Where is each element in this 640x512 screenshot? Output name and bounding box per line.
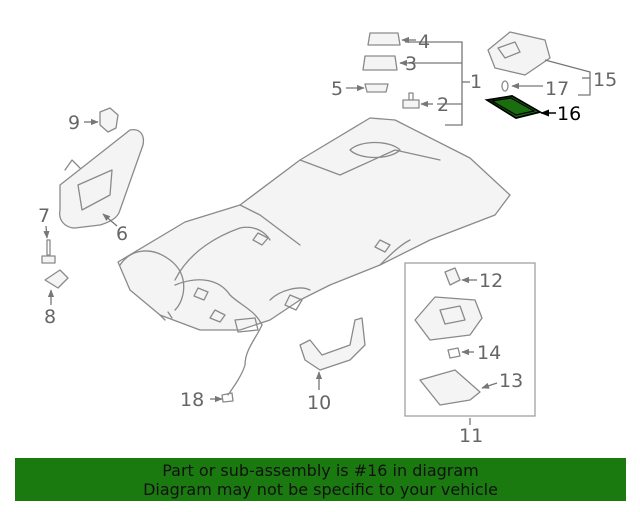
parts-diagram: 1 2 3 4 5 6 7 8 9 10 11 12 13 14 15 16 1… bbox=[38, 31, 617, 447]
highlighted-lens bbox=[484, 95, 543, 119]
bracket-lower bbox=[362, 55, 398, 71]
bolt bbox=[41, 239, 56, 264]
sun-visor bbox=[59, 129, 145, 229]
callout-15: 15 bbox=[593, 69, 617, 91]
callout-12: 12 bbox=[479, 270, 503, 292]
callout-11: 11 bbox=[459, 425, 483, 447]
screw bbox=[402, 92, 420, 109]
callout-14: 14 bbox=[477, 342, 501, 364]
clip bbox=[364, 83, 389, 93]
part-info-banner: Part or sub-assembly is #16 in diagram D… bbox=[15, 458, 626, 501]
callout-13: 13 bbox=[499, 370, 523, 392]
callout-7: 7 bbox=[38, 205, 50, 227]
wire-connector bbox=[221, 392, 234, 403]
callout-9: 9 bbox=[68, 112, 80, 134]
bulb bbox=[501, 80, 509, 92]
callout-18: 18 bbox=[180, 389, 204, 411]
callout-labels: 1 2 3 4 5 6 7 8 9 10 11 12 13 14 15 16 1… bbox=[38, 31, 617, 447]
leader-lines bbox=[43, 36, 591, 425]
cover bbox=[44, 269, 69, 289]
callout-4: 4 bbox=[418, 31, 430, 53]
bracket-upper bbox=[367, 32, 401, 46]
callout-2: 2 bbox=[437, 94, 449, 116]
callout-17: 17 bbox=[545, 78, 569, 100]
assist-grip bbox=[299, 317, 366, 371]
callout-3: 3 bbox=[405, 53, 417, 75]
disclaimer-line: Diagram may not be specific to your vehi… bbox=[143, 480, 498, 499]
visor-holder bbox=[99, 107, 119, 133]
callout-10: 10 bbox=[307, 392, 331, 414]
callout-6: 6 bbox=[116, 223, 128, 245]
callout-16: 16 bbox=[557, 103, 581, 125]
callout-1: 1 bbox=[470, 71, 482, 93]
part-info-line: Part or sub-assembly is #16 in diagram bbox=[162, 461, 479, 480]
headliner-panel bbox=[117, 117, 511, 333]
callout-5: 5 bbox=[331, 78, 343, 100]
map-lamp-housing bbox=[487, 31, 551, 76]
detail-box bbox=[404, 262, 536, 417]
wiring-harness bbox=[119, 226, 271, 396]
callout-8: 8 bbox=[44, 306, 56, 328]
